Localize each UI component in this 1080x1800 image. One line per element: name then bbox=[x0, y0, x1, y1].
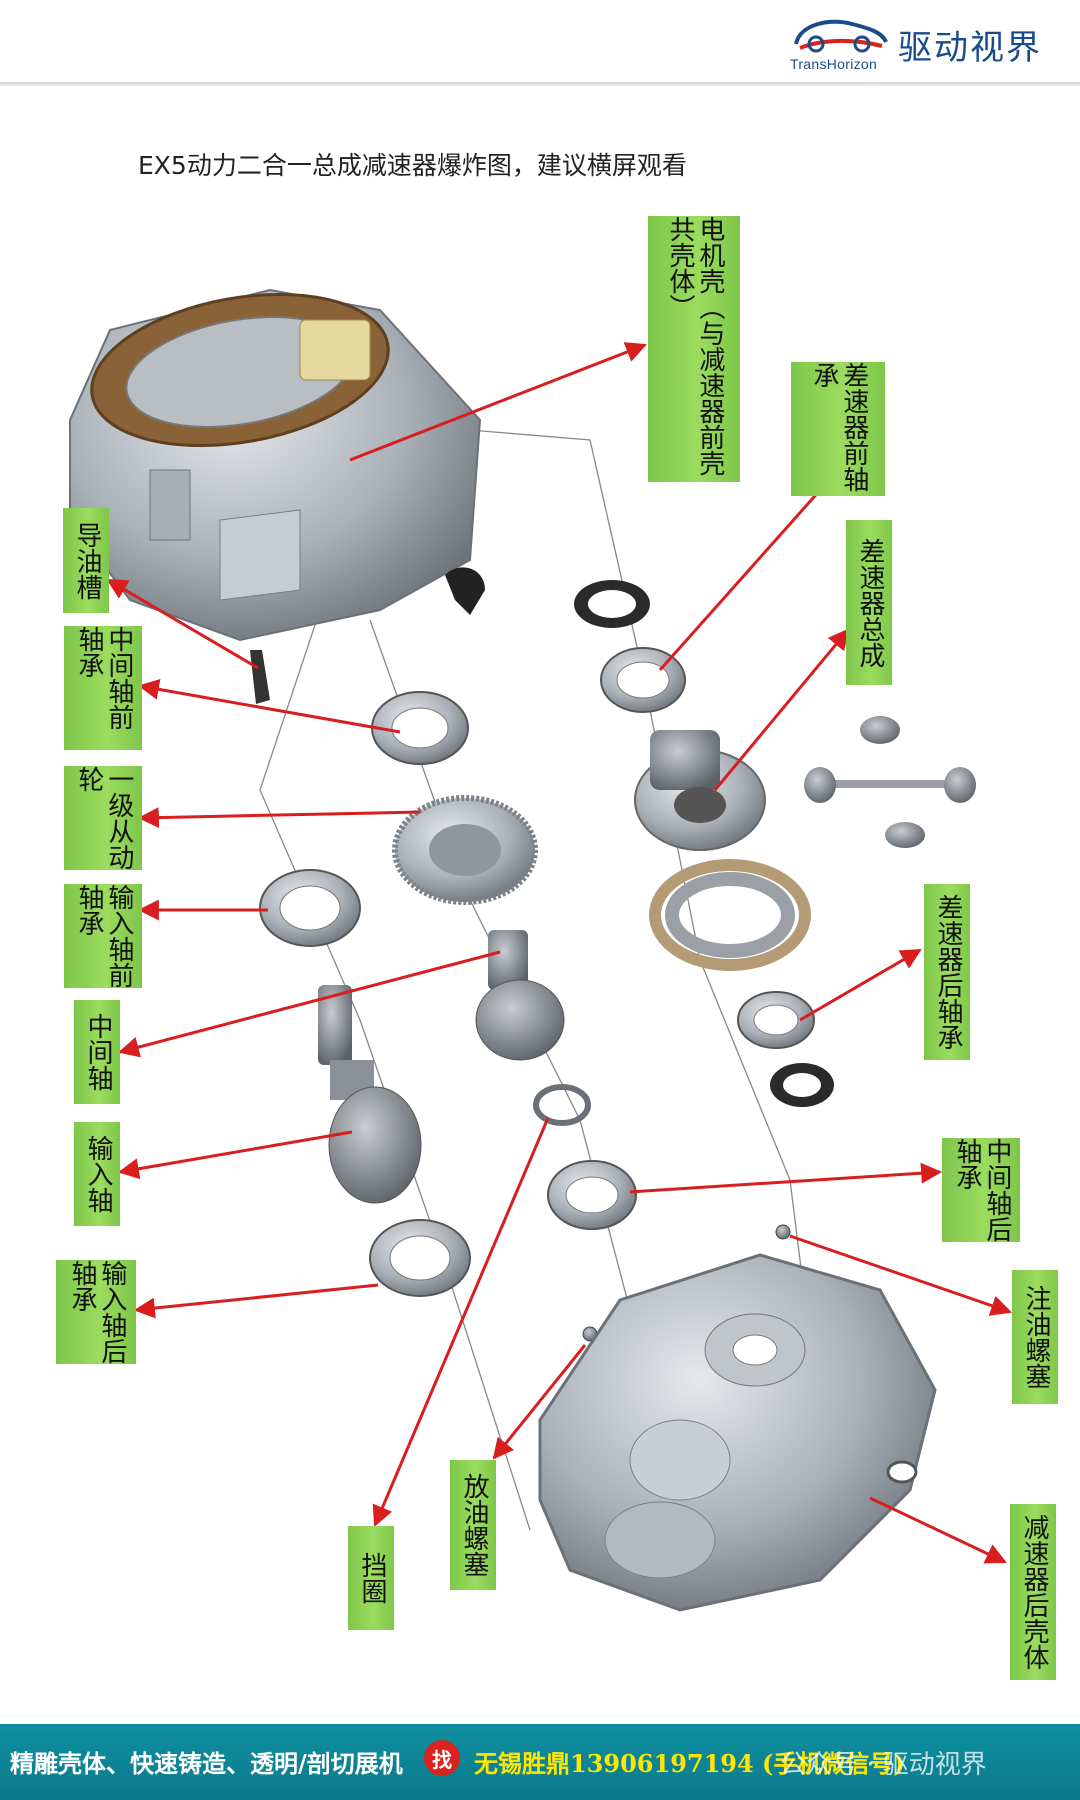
arrow-input-shaft bbox=[117, 1130, 353, 1180]
arrow-input-rear-bearing bbox=[133, 1283, 379, 1319]
arrow-motor-housing bbox=[349, 342, 647, 462]
label-first-driven-gear: 一级从动轮 bbox=[64, 766, 142, 870]
first-driven-gear-part bbox=[392, 795, 538, 905]
account-watermark: 公众号 · 驱动视界 bbox=[780, 1750, 987, 1780]
arrow-diff-front-bearing bbox=[658, 468, 840, 671]
arrow-oil-guide bbox=[106, 578, 259, 670]
arrow-diff-rear-bearing bbox=[799, 948, 922, 1022]
brand-logo: TransHorizon 驱动视界 bbox=[790, 14, 1080, 74]
input-rear-bearing-part bbox=[369, 1219, 471, 1297]
intermediate-shaft-part bbox=[475, 930, 565, 1061]
label-oil-fill-plug: 注油螺塞 bbox=[1012, 1270, 1058, 1404]
label-mid-shaft-front-bearing: 中间轴前轴承 bbox=[64, 626, 142, 750]
label-retaining-ring: 挡圈 bbox=[348, 1526, 394, 1630]
diff-rear-bearing-part bbox=[737, 991, 815, 1049]
label-diff-rear-bearing: 差速器后轴承 bbox=[924, 884, 970, 1060]
oil-guide-part bbox=[250, 650, 270, 704]
arrow-diff-assembly bbox=[713, 628, 850, 791]
bracket-part bbox=[445, 567, 485, 615]
header: TransHorizon 驱动视界 bbox=[0, 0, 1080, 86]
label-drain-plug: 放油螺塞 bbox=[450, 1460, 496, 1590]
diff-rear-seal-part bbox=[770, 1063, 834, 1107]
footer-services: 精雕壳体、快速铸造、透明/剖切展机 bbox=[10, 1749, 403, 1778]
diff-front-seal-part bbox=[574, 580, 650, 628]
header-divider bbox=[0, 82, 1080, 86]
oil-fill-plug-part bbox=[775, 1224, 791, 1240]
arrow-rear-housing bbox=[869, 1496, 1007, 1564]
leader-arrows bbox=[106, 342, 1012, 1564]
arrow-first-driven bbox=[137, 807, 421, 829]
motor-housing-part bbox=[69, 288, 482, 642]
arrow-mid-rear-bearing bbox=[629, 1162, 943, 1194]
arrow-mid-front-bearing bbox=[137, 678, 401, 734]
label-oil-guide: 导油槽 bbox=[63, 508, 109, 613]
label-mid-shaft-rear-bearing: 中间轴后轴承 bbox=[942, 1138, 1020, 1242]
brand-name: 驱动视界 bbox=[898, 28, 1042, 68]
retaining-ring-part bbox=[533, 1084, 591, 1126]
arrow-mid-shaft bbox=[117, 950, 501, 1058]
differential-assembly-part bbox=[634, 730, 766, 851]
ring-gear-part bbox=[649, 859, 811, 971]
label-rear-housing: 减速器后壳体 bbox=[1010, 1504, 1056, 1680]
label-diff-front-bearing: 差速器前轴承 bbox=[791, 362, 885, 496]
mid-shaft-rear-bearing-part bbox=[547, 1160, 637, 1230]
brand-subtitle: TransHorizon bbox=[790, 56, 878, 72]
label-input-rear-bearing: 输入轴后轴承 bbox=[56, 1260, 136, 1364]
arrow-oil-fill-plug bbox=[789, 1234, 1012, 1316]
find-badge: 找 bbox=[424, 1740, 460, 1776]
label-diff-assembly: 差速器总成 bbox=[846, 520, 892, 685]
spider-gears-part bbox=[804, 716, 976, 848]
page-title: EX5动力二合一总成减速器爆炸图，建议横屏观看 bbox=[138, 151, 687, 180]
label-input-shaft: 输入轴 bbox=[74, 1122, 120, 1226]
rear-housing-part bbox=[538, 1253, 937, 1612]
footer-contact: 无锡胜鼎13906197194 (手机微信号) bbox=[474, 1749, 905, 1778]
arrow-drain-plug bbox=[492, 1344, 587, 1460]
label-mid-shaft: 中间轴 bbox=[74, 1000, 120, 1104]
car-swirl-icon bbox=[794, 19, 888, 53]
label-motor-housing: 电机壳（与减速器前壳共壳体） bbox=[648, 216, 740, 482]
footer-banner: 精雕壳体、快速铸造、透明/剖切展机 找 无锡胜鼎13906197194 (手机微… bbox=[0, 1724, 1080, 1800]
mid-shaft-front-bearing-part bbox=[371, 691, 469, 765]
label-input-front-bearing: 输入轴前轴承 bbox=[64, 884, 142, 988]
input-front-bearing-part bbox=[259, 869, 361, 947]
input-shaft-part bbox=[318, 985, 422, 1204]
arrow-retaining-ring bbox=[372, 1117, 550, 1527]
